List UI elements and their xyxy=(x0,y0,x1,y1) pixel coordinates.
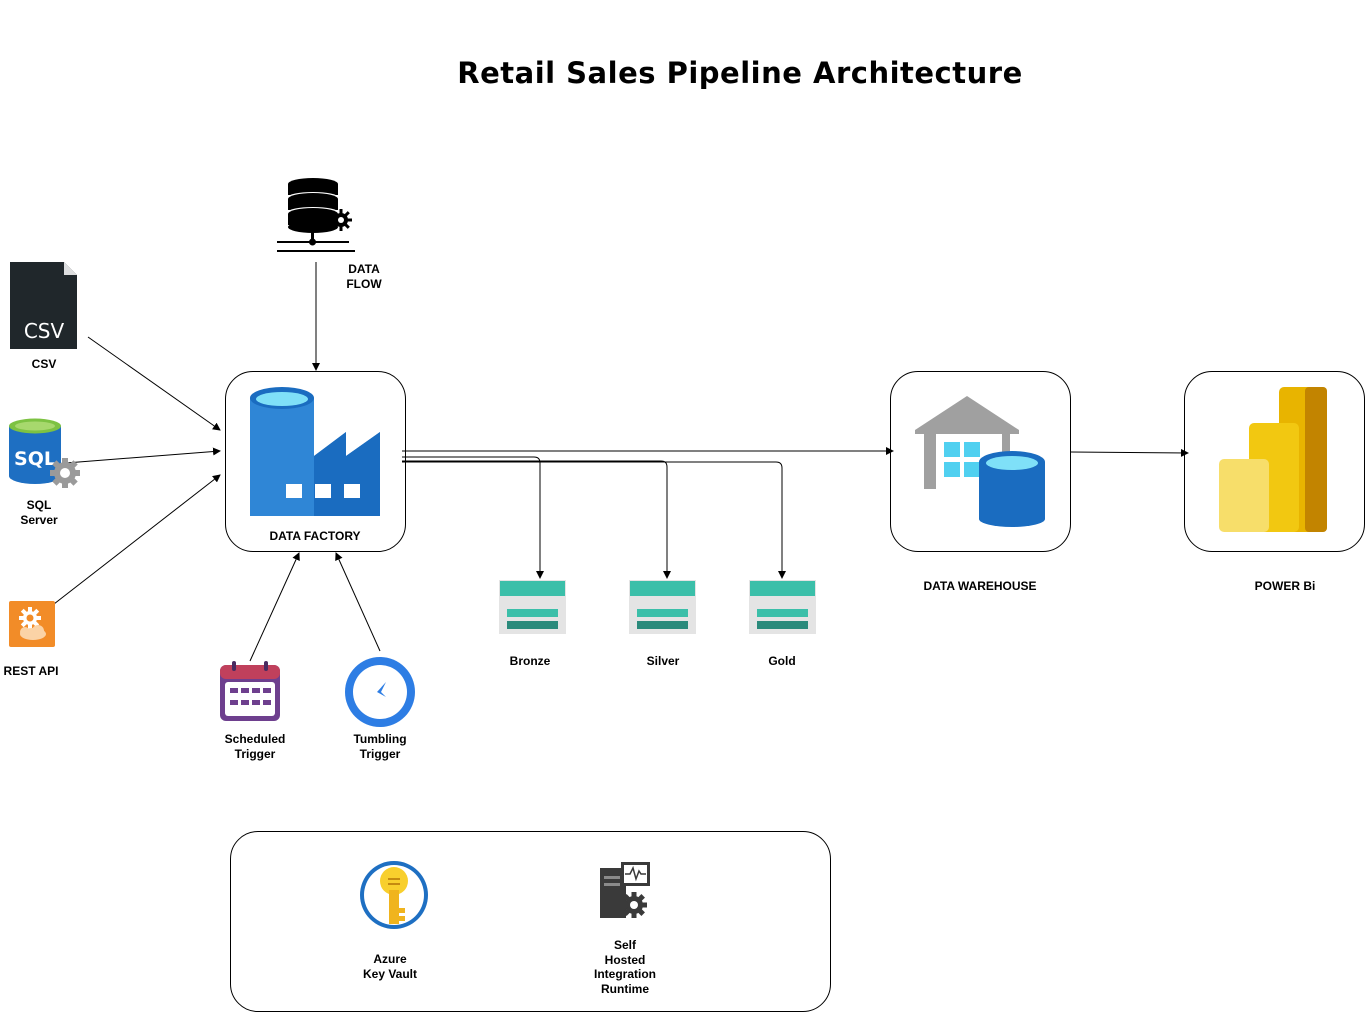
factory-to-bronze-arrow xyxy=(402,456,544,579)
data-factory-label: DATA FACTORY xyxy=(269,529,361,543)
factory-to-gold-arrow xyxy=(402,461,786,579)
csv-icon-text: CSV xyxy=(24,319,65,343)
warehouse-to-powerbi-arrow xyxy=(1070,448,1189,457)
csv-to-factory-arrow xyxy=(87,336,221,431)
data-flow-label: DATA FLOW xyxy=(346,262,382,291)
rest-api-icon[interactable] xyxy=(9,601,55,647)
tumbling-trigger-label: Tumbling Trigger xyxy=(353,732,407,761)
gold-label: Gold xyxy=(768,654,796,668)
tumbling-to-factory-arrow xyxy=(335,552,381,652)
rest-api-label: REST API xyxy=(3,664,59,678)
key-vault-icon[interactable] xyxy=(359,860,429,932)
silver-storage-icon[interactable] xyxy=(629,580,696,634)
bronze-label: Bronze xyxy=(509,654,551,668)
sql-to-factory-arrow xyxy=(65,447,221,464)
csv-file-icon[interactable]: CSV xyxy=(10,262,77,349)
sql-server-icon[interactable]: SQL xyxy=(8,418,82,490)
power-bi-label: POWER Bi xyxy=(1254,579,1316,593)
rest-to-factory-arrow xyxy=(53,474,221,605)
diagram-title: Retail Sales Pipeline Architecture xyxy=(457,56,1023,90)
integration-runtime-icon[interactable] xyxy=(598,860,652,920)
scheduled-trigger-label: Scheduled Trigger xyxy=(224,732,286,761)
bronze-storage-icon[interactable] xyxy=(499,580,566,634)
data-warehouse-label: DATA WAREHOUSE xyxy=(923,579,1037,593)
csv-label: CSV xyxy=(31,357,57,371)
security-box xyxy=(230,831,831,1012)
factory-to-silver-arrow xyxy=(402,460,671,579)
data-flow-database-icon[interactable] xyxy=(274,176,358,256)
data-warehouse-icon xyxy=(915,396,1045,527)
silver-label: Silver xyxy=(646,654,680,668)
key-vault-label: Azure Key Vault xyxy=(362,952,418,981)
calendar-icon[interactable] xyxy=(219,660,281,722)
gold-storage-icon[interactable] xyxy=(749,580,816,634)
sql-server-label: SQL Server xyxy=(20,498,58,527)
scheduled-to-factory-arrow xyxy=(249,552,300,662)
data-factory-icon xyxy=(250,387,380,516)
sql-icon-text: SQL xyxy=(14,448,56,470)
integration-runtime-label: Self Hosted Integration Runtime xyxy=(594,938,656,996)
power-bi-icon xyxy=(1219,387,1327,532)
clock-trigger-icon[interactable] xyxy=(344,656,416,728)
